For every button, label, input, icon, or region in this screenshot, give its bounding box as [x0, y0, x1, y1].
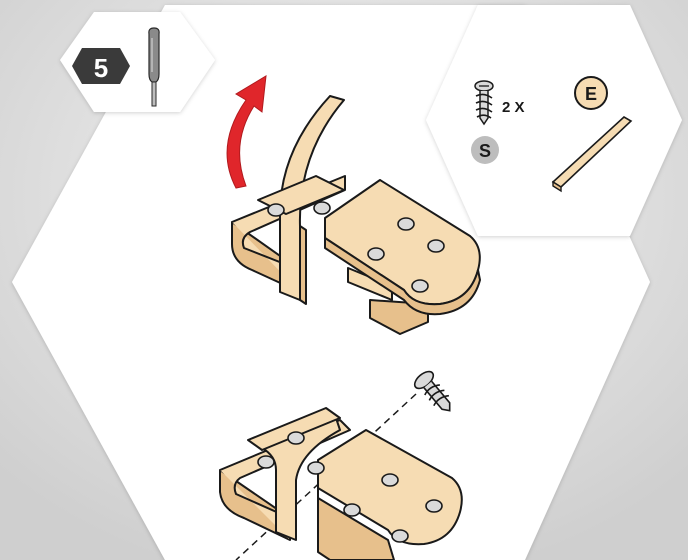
- screw-quantity: 2 X: [502, 99, 525, 116]
- screw-label: S: [479, 141, 491, 161]
- part-label: E: [585, 84, 597, 104]
- parts-panel: 2 X S E: [426, 5, 682, 236]
- step-number: 5: [94, 53, 108, 83]
